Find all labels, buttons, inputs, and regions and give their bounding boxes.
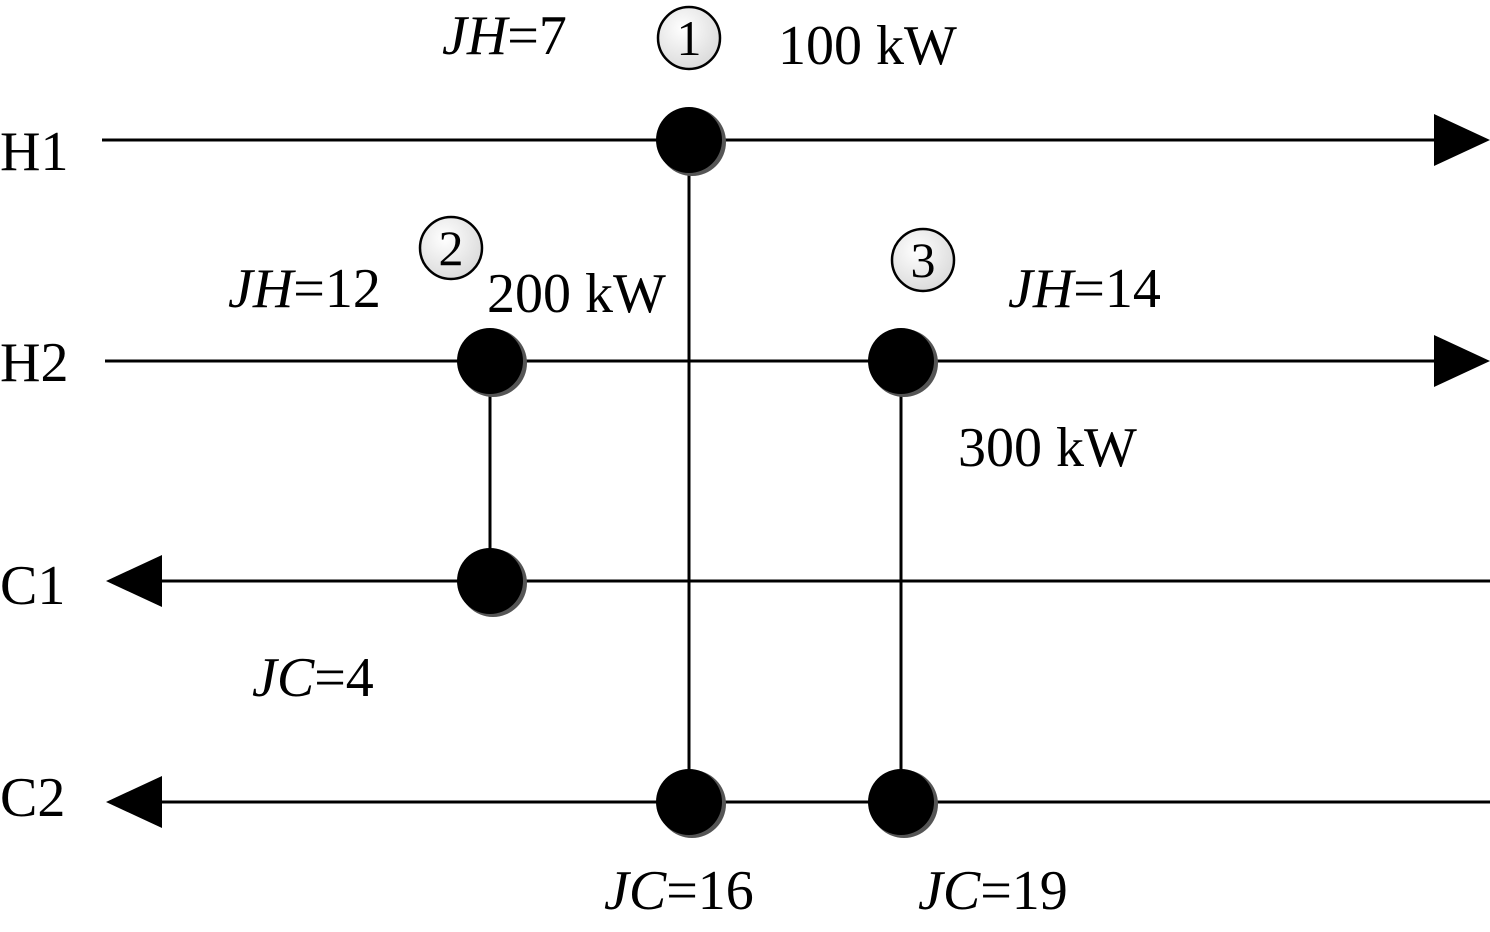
- jc-annotation-2: JC=16: [604, 860, 754, 922]
- stream-label-c2: C2: [0, 767, 65, 829]
- jh-annotation-2: JH=12: [228, 258, 381, 320]
- exchanger-2-duty: 200 kW: [487, 263, 666, 325]
- exchanger-3-hot-node: [868, 328, 938, 397]
- exchanger-3-number: 3: [911, 232, 936, 288]
- exchanger-2-hot-node: [457, 328, 527, 397]
- exchanger-1-cold-node: [656, 769, 726, 838]
- jh-annotation-3: JH=14: [1008, 258, 1161, 320]
- exchanger-1-badge: 1: [656, 5, 722, 71]
- arrow-c1-icon: [106, 555, 162, 607]
- exchanger-3-badge: 3: [890, 227, 956, 293]
- jc-annotation-3: JC=19: [918, 860, 1068, 922]
- arrow-h2-icon: [1434, 335, 1490, 387]
- exchanger-3-duty: 300 kW: [958, 417, 1137, 479]
- stream-label-h2: H2: [0, 332, 68, 394]
- exchanger-2-badge: 2: [418, 215, 484, 281]
- stream-label-c1: C1: [0, 555, 65, 617]
- stream-label-h1: H1: [0, 121, 68, 183]
- jc-annotation-1: JC=4: [252, 647, 374, 709]
- exchanger-1-hot-node: [656, 107, 726, 176]
- jh-annotation-1: JH=7: [442, 5, 567, 67]
- arrow-h1-icon: [1434, 114, 1490, 166]
- exchanger-2-number: 2: [439, 220, 464, 276]
- exchanger-1-duty: 100 kW: [778, 15, 957, 77]
- exchanger-2-cold-node: [457, 548, 527, 617]
- arrow-c2-icon: [106, 776, 162, 828]
- exchanger-1-number: 1: [677, 10, 702, 66]
- exchanger-3-cold-node: [868, 769, 938, 838]
